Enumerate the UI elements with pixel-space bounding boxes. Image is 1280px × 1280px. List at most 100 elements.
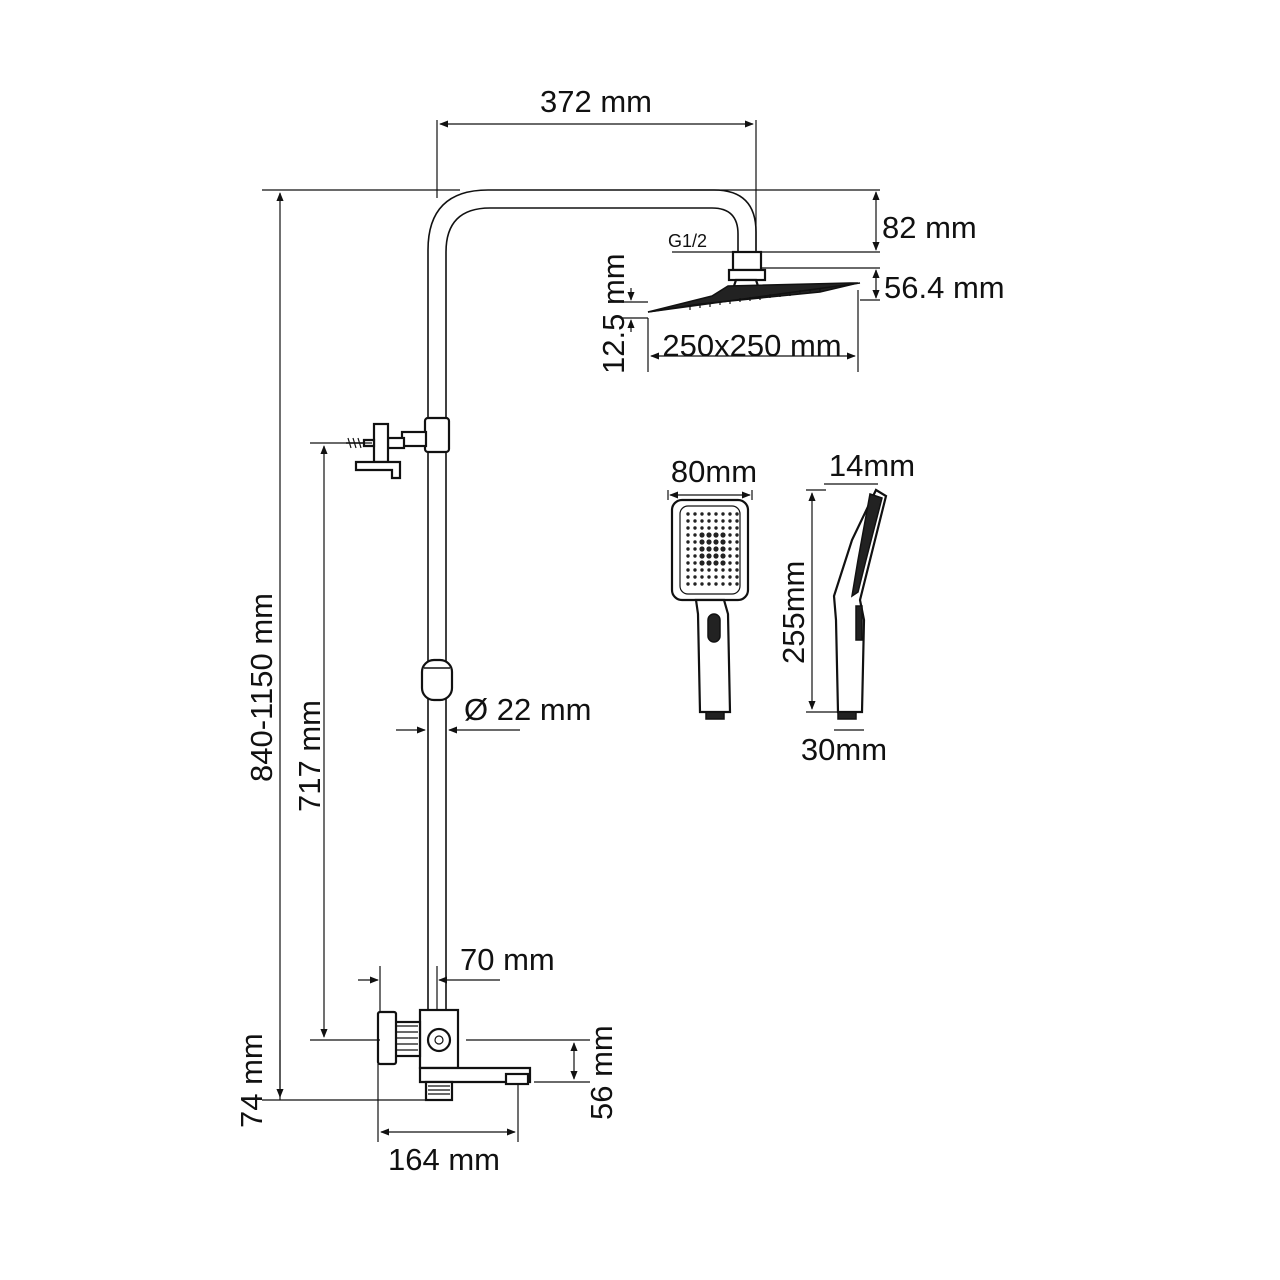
nozzle-dot <box>728 533 732 537</box>
nozzle-dot <box>693 575 697 579</box>
label-pipe-diameter: Ø 22 mm <box>464 692 591 727</box>
thermostatic-mixer <box>376 1008 532 1102</box>
nozzle-dot <box>735 533 739 537</box>
label-hand-length: 255mm <box>776 561 811 664</box>
nozzle-dot <box>686 519 690 523</box>
nozzle-dot <box>686 512 690 516</box>
nozzle-dot <box>735 512 739 516</box>
nozzle-dot <box>720 553 726 559</box>
label-hand-depth: 14mm <box>829 448 915 483</box>
nozzle-dot <box>686 582 690 586</box>
label-mixer-height: 74 mm <box>234 1033 269 1128</box>
nozzle-dot <box>728 547 732 551</box>
nozzle-dot <box>720 539 726 545</box>
nozzle-dot <box>735 526 739 530</box>
nozzle-dot <box>735 519 739 523</box>
nozzle-dot <box>713 539 719 545</box>
nozzle-dot <box>700 512 704 516</box>
nozzle-dot <box>700 519 704 523</box>
nozzle-dot <box>693 582 697 586</box>
nozzle-dot <box>693 526 697 530</box>
nozzle-dot <box>735 575 739 579</box>
nozzle-dot <box>728 519 732 523</box>
nozzle-dot <box>728 568 732 572</box>
nozzle-dot <box>714 512 718 516</box>
spray-nozzles <box>686 512 739 586</box>
nozzle-dot <box>686 540 690 544</box>
nozzle-dot <box>728 561 732 565</box>
nozzle-dot <box>720 560 726 566</box>
nozzle-dot <box>707 568 711 572</box>
nozzle-dot <box>700 568 704 572</box>
nozzle-dot <box>735 582 739 586</box>
label-mixer-to-holder: 717 mm <box>292 700 327 812</box>
nozzle-dot <box>686 533 690 537</box>
nozzle-dot <box>707 519 711 523</box>
nozzle-dot <box>686 547 690 551</box>
label-spout-reach: 164 mm <box>388 1142 500 1177</box>
nozzle-dot <box>728 512 732 516</box>
nozzle-dot <box>706 532 712 538</box>
label-mixer-offset: 70 mm <box>460 942 555 977</box>
nozzle-dot <box>714 582 718 586</box>
dimension-lines <box>262 120 880 1142</box>
nozzle-dot <box>728 554 732 558</box>
nozzle-dot <box>707 575 711 579</box>
nozzle-dot <box>693 533 697 537</box>
nozzle-dot <box>693 512 697 516</box>
nozzle-dot <box>693 540 697 544</box>
hand-shower-front <box>667 490 753 720</box>
label-connector: G1/2 <box>668 231 707 251</box>
nozzle-dot <box>686 568 690 572</box>
nozzle-dot <box>686 561 690 565</box>
nozzle-dot <box>693 561 697 565</box>
nozzle-dot <box>706 553 712 559</box>
nozzle-dot <box>706 539 712 545</box>
label-head-size: 250x250 mm <box>662 328 841 363</box>
nozzle-dot <box>693 547 697 551</box>
nozzle-dot <box>700 526 704 530</box>
nozzle-dot <box>713 532 719 538</box>
wall-bracket <box>346 416 451 480</box>
nozzle-dot <box>700 575 704 579</box>
nozzle-dot <box>721 568 725 572</box>
slide-holder <box>420 658 454 702</box>
label-head-thickness: 12.5 mm <box>596 253 631 374</box>
nozzle-dot <box>686 526 690 530</box>
nozzle-dot <box>735 547 739 551</box>
label-hand-width: 80mm <box>671 454 757 489</box>
nozzle-dot <box>714 568 718 572</box>
nozzle-dot <box>693 554 697 558</box>
nozzle-dot <box>707 526 711 530</box>
nozzle-dot <box>728 582 732 586</box>
nozzle-dot <box>714 575 718 579</box>
nozzle-dot <box>735 568 739 572</box>
nozzle-dot <box>720 532 726 538</box>
nozzle-dot <box>721 575 725 579</box>
nozzle-dot <box>686 554 690 558</box>
nozzle-dot <box>699 539 705 545</box>
nozzle-dot <box>706 546 712 552</box>
nozzle-dot <box>721 519 725 523</box>
nozzle-dot <box>721 582 725 586</box>
label-head-drop: 82 mm <box>882 210 977 245</box>
nozzle-dot <box>728 575 732 579</box>
overhead-shower-head <box>647 250 861 313</box>
label-spout-height: 56 mm <box>584 1025 619 1120</box>
nozzle-dot <box>713 546 719 552</box>
nozzle-dot <box>706 560 712 566</box>
nozzle-dot <box>707 582 711 586</box>
nozzle-dot <box>693 568 697 572</box>
nozzle-dot <box>721 526 725 530</box>
nozzle-dot <box>735 561 739 565</box>
nozzle-dot <box>728 540 732 544</box>
nozzle-dot <box>713 560 719 566</box>
label-rail-height: 840-1150 mm <box>244 593 279 782</box>
nozzle-dot <box>721 512 725 516</box>
nozzle-dot <box>699 553 705 559</box>
nozzle-dot <box>720 546 726 552</box>
hand-shower-side <box>806 483 888 731</box>
nozzle-dot <box>693 519 697 523</box>
nozzle-dot <box>699 560 705 566</box>
